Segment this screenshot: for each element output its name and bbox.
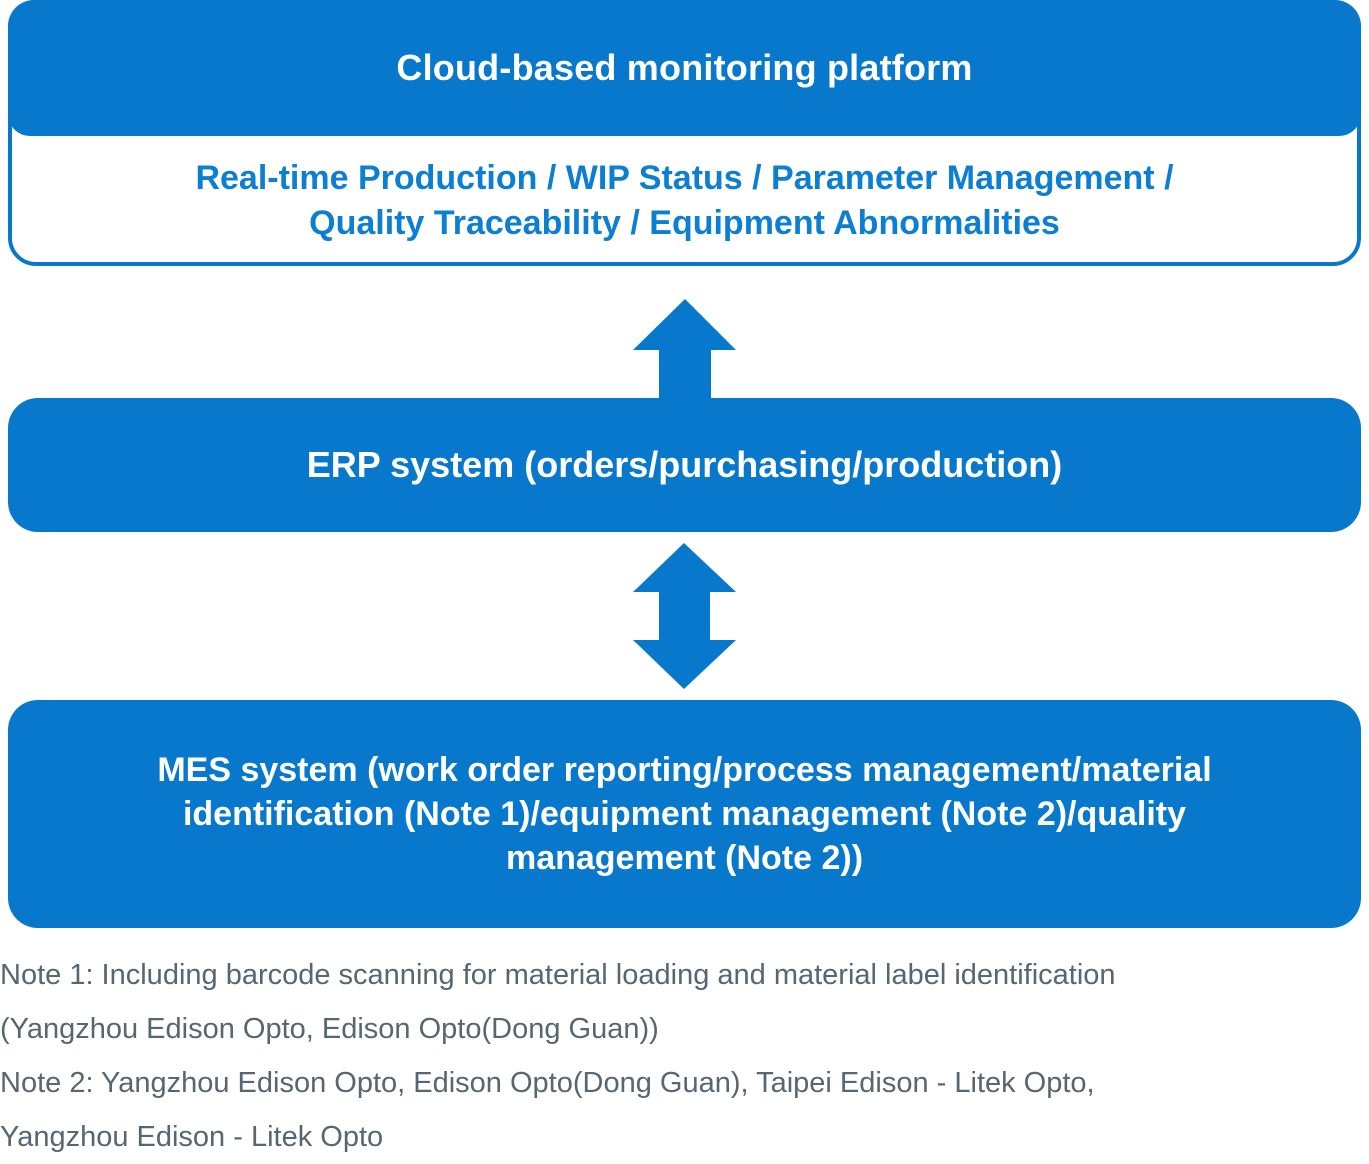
up-arrow-icon	[633, 299, 736, 400]
erp-system-box: ERP system (orders/purchasing/production…	[8, 398, 1361, 532]
footnote-1: Note 1: Including barcode scanning for m…	[0, 959, 1116, 1045]
cloud-platform-features: Real-time Production / WIP Status / Para…	[195, 159, 1174, 242]
mes-system-box: MES system (work order reporting/process…	[8, 700, 1361, 928]
cloud-platform-box: Cloud-based monitoring platform Real-tim…	[8, 0, 1361, 266]
cloud-platform-header: Cloud-based monitoring platform	[8, 0, 1361, 136]
erp-system-label: ERP system (orders/purchasing/production…	[306, 444, 1063, 485]
cloud-platform-title: Cloud-based monitoring platform	[396, 47, 973, 88]
footnote-2: Note 2: Yangzhou Edison Opto, Edison Opt…	[0, 1067, 1095, 1153]
footnotes: Note 1: Including barcode scanning for m…	[0, 948, 1369, 1164]
mes-system-label: MES system (work order reporting/process…	[157, 751, 1212, 877]
double-arrow-icon	[633, 543, 736, 689]
